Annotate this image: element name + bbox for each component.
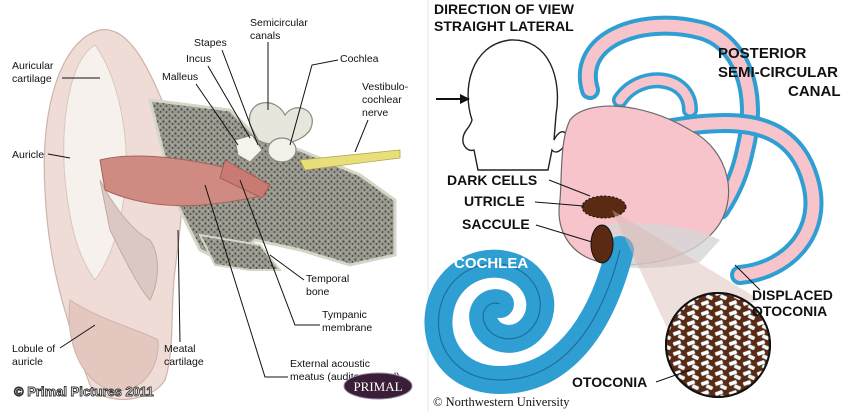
posterior-canal-lumen <box>654 116 820 281</box>
view-arrow-head <box>460 94 470 104</box>
label-external-meatus-1: External acoustic <box>290 358 370 370</box>
view-caption-2: STRAIGHT LATERAL <box>434 18 574 34</box>
label-cochlea-left: Cochlea <box>340 53 379 65</box>
leader-temporal-bone <box>269 254 305 281</box>
label-stapes: Stapes <box>194 37 227 49</box>
tympanic-membrane-shape <box>219 159 271 199</box>
leader-utricle <box>534 201 585 207</box>
otoconia-magnified <box>665 292 771 398</box>
bone-lower-block <box>198 233 283 271</box>
label-saccule: SACCULE <box>462 216 530 232</box>
leader-saccule <box>535 224 593 243</box>
lobule-shape <box>68 299 159 392</box>
label-vestibulocochlear-2: cochlear <box>362 94 402 106</box>
label-lobule-1: Lobule of <box>12 343 55 355</box>
label-malleus: Malleus <box>162 71 198 83</box>
label-semicircular-canals-2: canals <box>250 30 280 42</box>
leader-auricle <box>47 153 71 159</box>
label-utricle: UTRICLE <box>464 193 525 209</box>
label-auricular-cartilage-1: Auricular <box>12 60 54 72</box>
label-posterior-2: SEMI-CIRCULAR <box>718 64 838 81</box>
label-temporal-bone-2: bone <box>306 286 330 298</box>
leader-meatal-cartilage <box>177 229 181 343</box>
leader-otoconia <box>655 369 691 383</box>
label-lobule-2: auricle <box>12 356 43 368</box>
leader-malleus <box>195 83 239 146</box>
anterior-canal-lumen <box>581 19 756 216</box>
leader-lobule <box>59 324 96 349</box>
label-tympanic-membrane-2: membrane <box>322 322 372 334</box>
copyright-northwestern: © Northwestern University <box>433 395 570 409</box>
leader-vestibulocochlear <box>354 119 369 153</box>
label-vestibulocochlear-1: Vestibulo- <box>362 81 409 93</box>
inner-ear-diagram: DIRECTION OF VIEW STRAIGHT LATERAL POSTE… <box>424 1 841 409</box>
leader-incus <box>207 65 251 139</box>
leader-displaced-otoconia <box>734 264 761 291</box>
leader-tympanic-membrane <box>239 179 320 326</box>
meatal-cartilage-shape <box>99 179 158 301</box>
leader-stapes <box>221 49 259 146</box>
label-semicircular-canals-1: Semicircular <box>250 17 308 29</box>
label-tympanic-membrane-1: Tympanic <box>322 309 367 321</box>
lateral-canal-lumen <box>615 75 695 115</box>
label-meatal-cartilage-2: cartilage <box>164 356 204 368</box>
vestibulocochlear-nerve-shape <box>299 149 401 171</box>
label-posterior-3: CANAL <box>788 83 841 100</box>
label-posterior-1: POSTERIOR <box>718 45 807 62</box>
primal-logo-text: PRIMAL <box>353 379 402 394</box>
leader-cochlea-left <box>289 59 339 146</box>
label-temporal-bone-1: Temporal <box>306 273 349 285</box>
head-outline-icon <box>462 39 568 171</box>
leader-external-meatus <box>204 184 288 378</box>
utricle-shape <box>581 195 627 219</box>
label-otoconia: OTOCONIA <box>572 374 647 390</box>
view-caption-1: DIRECTION OF VIEW <box>434 1 575 17</box>
label-displaced-otoconia-2: OTOCONIA <box>752 303 827 319</box>
saccule-shape <box>590 224 614 264</box>
label-displaced-otoconia-1: DISPLACED <box>752 287 833 303</box>
label-vestibulocochlear-3: nerve <box>362 107 388 119</box>
ear-anatomy-illustration: Auricular cartilage Auricle Lobule of au… <box>12 17 413 401</box>
cochlea-shape <box>267 137 297 163</box>
label-dark-cells: DARK CELLS <box>447 172 537 188</box>
label-cochlea-right: COCHLEA <box>454 255 528 272</box>
label-auricular-cartilage-2: cartilage <box>12 73 52 85</box>
label-auricle: Auricle <box>12 149 44 161</box>
primal-logo: PRIMAL <box>343 372 413 400</box>
leader-dark-cells <box>548 179 591 197</box>
label-meatal-cartilage-1: Meatal <box>164 343 196 355</box>
cochlea-spiral-line <box>437 249 621 381</box>
label-incus: Incus <box>186 53 211 65</box>
watermark-primal-pictures: © Primal Pictures 2011 <box>14 384 154 399</box>
